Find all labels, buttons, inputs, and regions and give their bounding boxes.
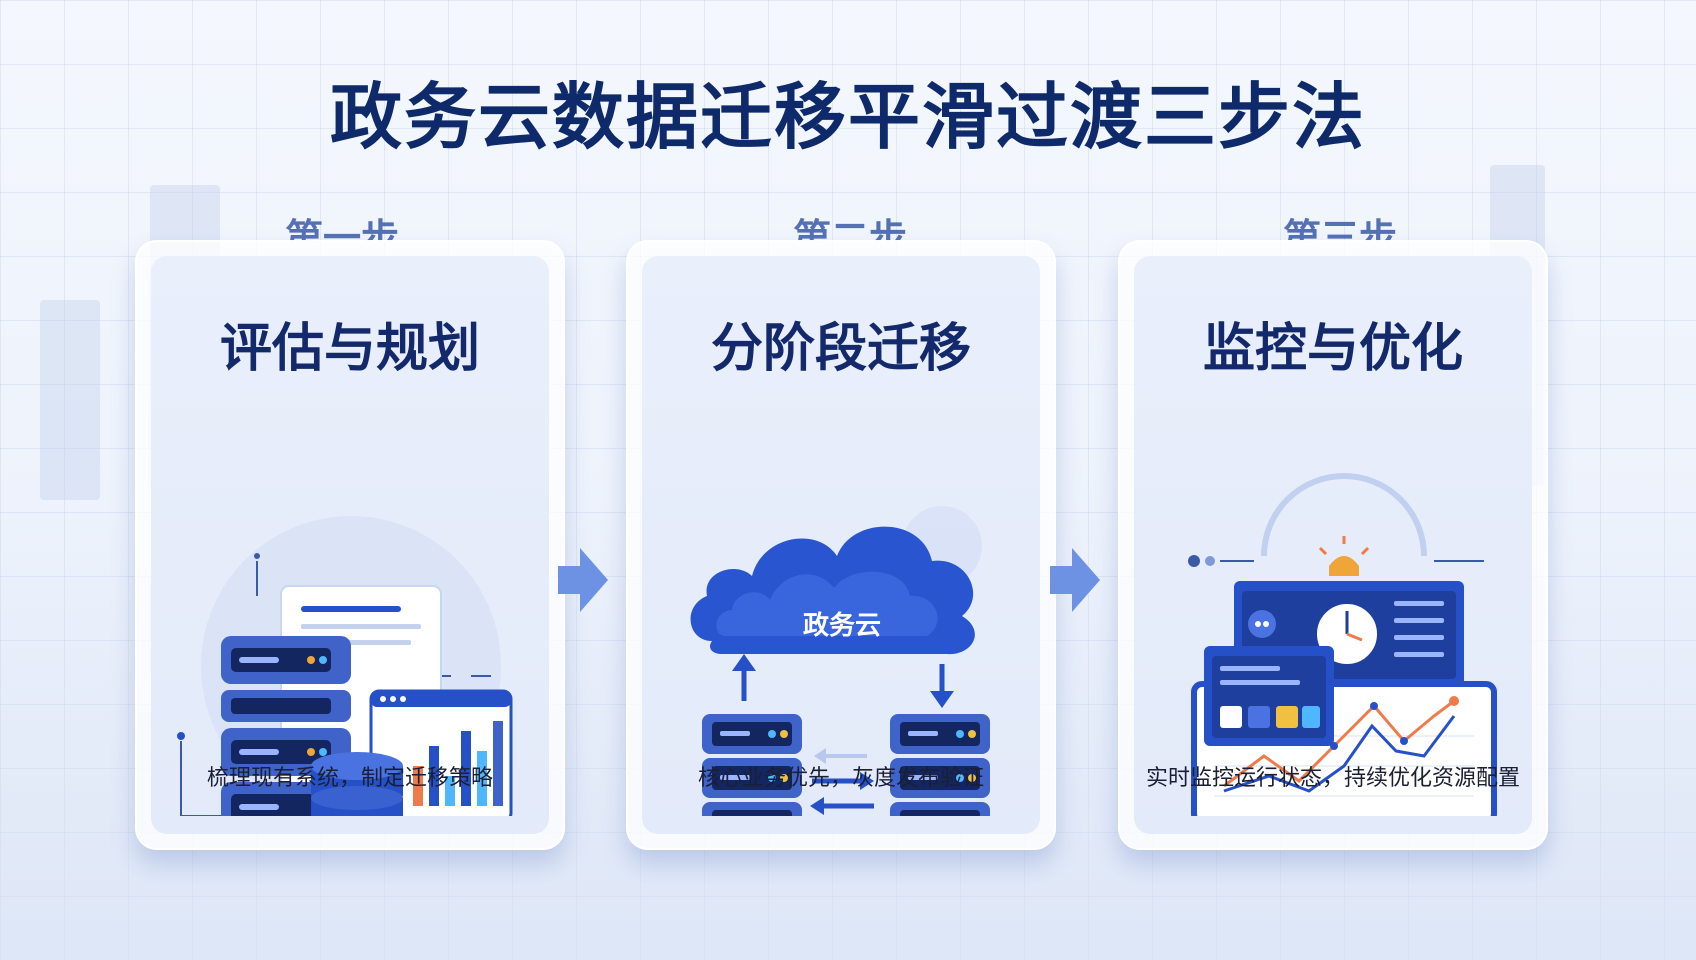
step-3-title: 监控与优化 — [1202, 319, 1463, 379]
source-server-icon — [702, 714, 802, 816]
bar-chart-window-icon — [369, 689, 513, 816]
step-2-description: 核心业务优先，灰度发布验证 — [697, 766, 984, 791]
monitoring-dashboard-illustration — [1188, 473, 1497, 816]
alert-bell-icon — [1318, 536, 1370, 576]
server-database-illustration — [177, 516, 513, 816]
step-3-description: 实时监控运行状态，持续优化资源配置 — [1145, 766, 1520, 791]
arrow-right-icon — [1050, 548, 1100, 612]
background-building — [40, 300, 100, 500]
cloud-migration-illustration: 政务云 — [690, 506, 990, 816]
step-1-card: 评估与规划 — [135, 240, 565, 850]
database-icon — [311, 752, 403, 816]
step-3-card: 监控与优化 — [1118, 240, 1548, 850]
arrow-right-icon — [558, 548, 608, 612]
step-1-label: 第一步 — [284, 216, 399, 242]
step-1-description: 梳理现有系统，制定迁移策略 — [206, 766, 493, 791]
server-rack-icon — [221, 636, 351, 816]
cloud-icon — [690, 526, 975, 655]
trend-line-chart-icon — [1223, 696, 1459, 793]
step-2-card: 分阶段迁移 政务云 — [626, 240, 1056, 850]
step-1-title: 评估与规划 — [219, 319, 480, 379]
step-3-label: 第三步 — [1282, 216, 1397, 242]
target-server-icon — [890, 714, 990, 816]
step-2-label: 第二步 — [792, 216, 907, 242]
transfer-arrows-icon — [810, 748, 874, 815]
step-2-title: 分阶段迁移 — [710, 319, 971, 379]
cloud-label: 政务云 — [803, 610, 881, 641]
page-title: 政务云数据迁移平滑过渡三步法 — [329, 75, 1366, 159]
